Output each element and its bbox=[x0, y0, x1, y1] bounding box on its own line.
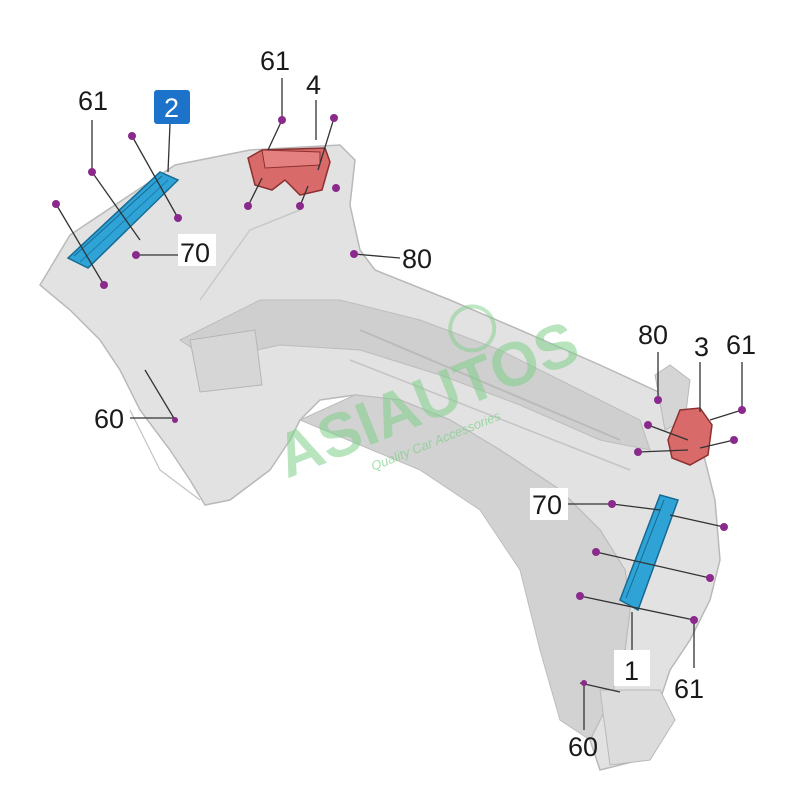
callout-80-right: 80 bbox=[638, 320, 668, 350]
pin-icon bbox=[576, 592, 584, 600]
callout-80-center: 80 bbox=[402, 244, 432, 274]
pin-icon bbox=[592, 548, 600, 556]
pin-icon bbox=[332, 184, 340, 192]
callout-labels: 61 2 61 4 70 80 60 80 3 61 70 1 61 60 bbox=[78, 46, 756, 762]
pin-icon bbox=[690, 616, 698, 624]
callout-1-bg bbox=[614, 650, 650, 686]
callout-61-top-left: 61 bbox=[78, 86, 108, 116]
pin-icon bbox=[654, 396, 662, 404]
pin-icon bbox=[174, 214, 182, 222]
pin-icon bbox=[132, 251, 140, 259]
pin-icon bbox=[88, 168, 96, 176]
pin-icon bbox=[296, 202, 304, 210]
rear-bumper-cover bbox=[39, 144, 721, 771]
callout-2-label: 2 bbox=[164, 93, 179, 123]
watermark-wheel-icon bbox=[448, 304, 497, 353]
pin-icon bbox=[172, 417, 178, 423]
pin-icon bbox=[128, 132, 136, 140]
left-upper-mount bbox=[247, 147, 331, 196]
callout-70-right: 70 bbox=[532, 490, 562, 520]
callout-4: 4 bbox=[306, 70, 321, 100]
pin-icon bbox=[644, 421, 652, 429]
callout-60-left: 60 bbox=[94, 404, 124, 434]
pin-icon bbox=[330, 114, 338, 122]
callout-70-right-bg bbox=[530, 488, 568, 520]
pin-icon bbox=[730, 436, 738, 444]
leader-lines bbox=[55, 78, 743, 730]
callout-2-badge bbox=[154, 90, 190, 124]
pin-icon bbox=[608, 500, 616, 508]
callout-3: 3 bbox=[694, 332, 709, 362]
fastener-pins bbox=[52, 114, 746, 686]
callout-61-bottom-right: 61 bbox=[674, 674, 704, 704]
pin-icon bbox=[278, 116, 286, 124]
left-side-bracket bbox=[66, 171, 180, 269]
pin-icon bbox=[706, 574, 714, 582]
callout-61-right: 61 bbox=[726, 330, 756, 360]
callout-70-left-bg bbox=[178, 234, 216, 266]
pin-icon bbox=[634, 448, 642, 456]
pin-icon bbox=[581, 680, 587, 686]
pin-icon bbox=[350, 250, 358, 258]
callout-1: 1 bbox=[624, 656, 639, 686]
callout-70-left: 70 bbox=[180, 238, 210, 268]
pin-icon bbox=[244, 202, 252, 210]
pin-icon bbox=[52, 200, 60, 208]
callout-61-top-center: 61 bbox=[260, 46, 290, 76]
callout-60-bottom: 60 bbox=[568, 732, 598, 762]
pin-icon bbox=[738, 406, 746, 414]
pin-icon bbox=[720, 523, 728, 531]
pin-icon bbox=[100, 281, 108, 289]
